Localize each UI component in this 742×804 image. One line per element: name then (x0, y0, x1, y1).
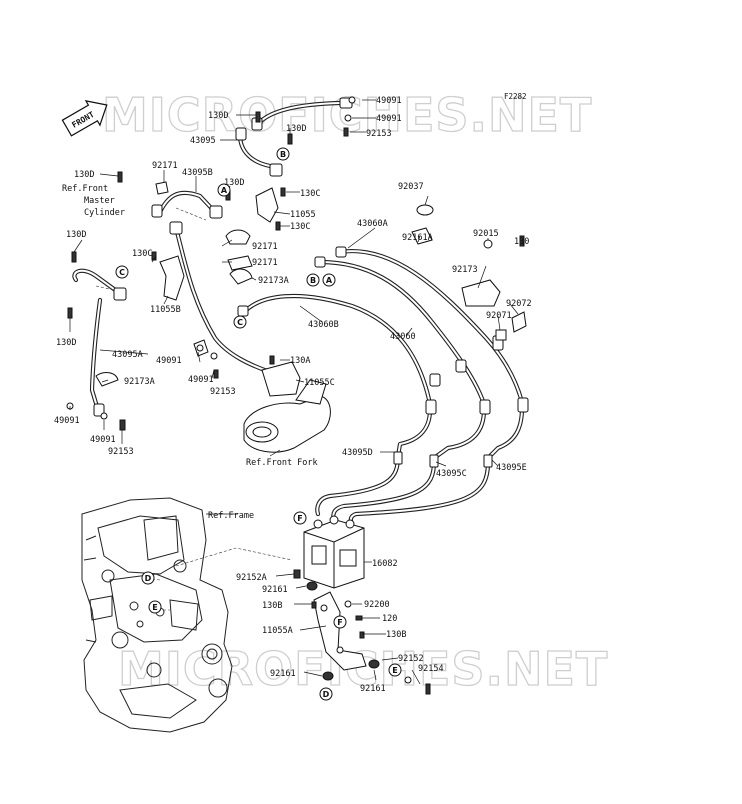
ref-frame: Ref.Frame (208, 511, 254, 521)
circle-labels: B A C B A C F D E F E D (115, 147, 402, 701)
part-label: 11055C (304, 378, 335, 388)
circle-label-c-left: C (115, 265, 129, 279)
part-label: 49091 (376, 96, 402, 106)
part-label: 92161 (360, 684, 386, 694)
svg-text:C: C (119, 268, 125, 277)
part-label: 43095A (112, 350, 143, 360)
part-label: 11055A (262, 626, 293, 636)
part-label: 130 (514, 237, 529, 247)
circle-label-f-abs: F (293, 511, 307, 525)
pipe-fittings (93, 97, 529, 468)
part-label: 130B (386, 630, 406, 640)
part-label: 130C (132, 249, 152, 259)
svg-text:E: E (152, 603, 157, 612)
svg-text:A: A (221, 186, 228, 195)
part-label: 49091 (156, 356, 182, 366)
part-label: 11055B (150, 305, 181, 315)
part-label: 130D (224, 178, 244, 188)
circle-label-b-top: B (276, 147, 290, 161)
part-label: 92173A (258, 276, 289, 286)
part-label: 130A (290, 356, 310, 366)
part-label: 92071 (486, 311, 512, 321)
part-label: 92173 (452, 265, 478, 275)
part-label: 92173A (124, 377, 155, 387)
part-label: 49091 (188, 375, 214, 385)
part-label: 92153 (108, 447, 134, 457)
part-number-labels: 49091 130D 49091 130D 92153 43095 92171 … (54, 96, 532, 694)
part-label: 130D (66, 230, 86, 240)
part-label: 130D (208, 111, 228, 121)
circle-label-c-mid: C (233, 315, 247, 329)
svg-text:F: F (297, 514, 302, 523)
circle-label-a-top: A (217, 183, 231, 197)
frame-outline (81, 497, 233, 733)
part-label: 92037 (398, 182, 424, 192)
svg-text:B: B (280, 150, 286, 159)
ref-front-master-cylinder-line3: Cylinder (84, 208, 125, 218)
part-label: 43095B (182, 168, 213, 178)
circle-label-a-mid: A (322, 273, 336, 287)
brackets-and-clamps (95, 181, 527, 453)
part-label: 92171 (252, 258, 278, 268)
ref-front-master-cylinder-line1: Ref.Front (62, 184, 108, 194)
ref-front-master-cylinder-line2: Master (84, 196, 115, 206)
part-label: 49091 (90, 435, 116, 445)
abs-bracket (293, 569, 431, 695)
part-label: 16082 (372, 559, 398, 569)
part-label: 92171 (252, 242, 278, 252)
watermark-bottom: MICROFICHES.NET (118, 642, 608, 696)
ref-front-fork: Ref.Front Fork (246, 458, 318, 468)
circle-label-f-bracket: F (333, 615, 347, 629)
part-label: 43060A (357, 219, 388, 229)
part-label: 92154 (418, 664, 444, 674)
part-label: 43095C (436, 469, 467, 479)
part-label: 49091 (54, 416, 80, 426)
part-label: 43060 (390, 332, 416, 342)
part-label: 49091 (376, 114, 402, 124)
part-label: 92015 (473, 229, 499, 239)
circle-label-d-frame: D (141, 571, 155, 585)
part-label: 43095 (190, 136, 216, 146)
part-label: 11055 (290, 210, 316, 220)
part-label: 92072 (506, 299, 532, 309)
part-label: 92200 (364, 600, 390, 610)
part-label: 92153 (210, 387, 236, 397)
part-label: 43060B (308, 320, 339, 330)
part-label: 130C (300, 189, 320, 199)
svg-text:A: A (326, 276, 333, 285)
svg-text:C: C (237, 318, 243, 327)
part-label: 130B (262, 601, 282, 611)
part-label: 92153 (366, 129, 392, 139)
part-label: 92152A (236, 573, 267, 583)
circle-label-b-mid: B (306, 273, 320, 287)
part-label: 130D (56, 338, 76, 348)
front-direction-arrow: FRONT (61, 100, 108, 137)
svg-text:D: D (145, 574, 152, 583)
svg-text:D: D (323, 690, 330, 699)
part-label: 130D (74, 170, 94, 180)
abs-unit (303, 515, 365, 589)
svg-text:F: F (337, 618, 342, 627)
circle-label-e-bolt: E (388, 663, 402, 677)
part-label: 92161 (270, 669, 296, 679)
svg-text:B: B (310, 276, 316, 285)
part-label: 43095D (342, 448, 373, 458)
part-label: 92161 (262, 585, 288, 595)
part-label: 92161A (402, 233, 433, 243)
part-label: 130D (286, 124, 306, 134)
svg-text:E: E (392, 666, 397, 675)
part-label: 92171 (152, 161, 178, 171)
diagram-code: F2282 (504, 92, 527, 101)
circle-label-d-bottom: D (319, 687, 333, 701)
circle-label-e-frame: E (148, 600, 162, 614)
part-label: 92152 (398, 654, 424, 664)
leader-lines (69, 99, 525, 685)
part-label: 120 (382, 614, 397, 624)
part-label: 43095E (496, 463, 527, 473)
part-label: 130C (290, 222, 310, 232)
